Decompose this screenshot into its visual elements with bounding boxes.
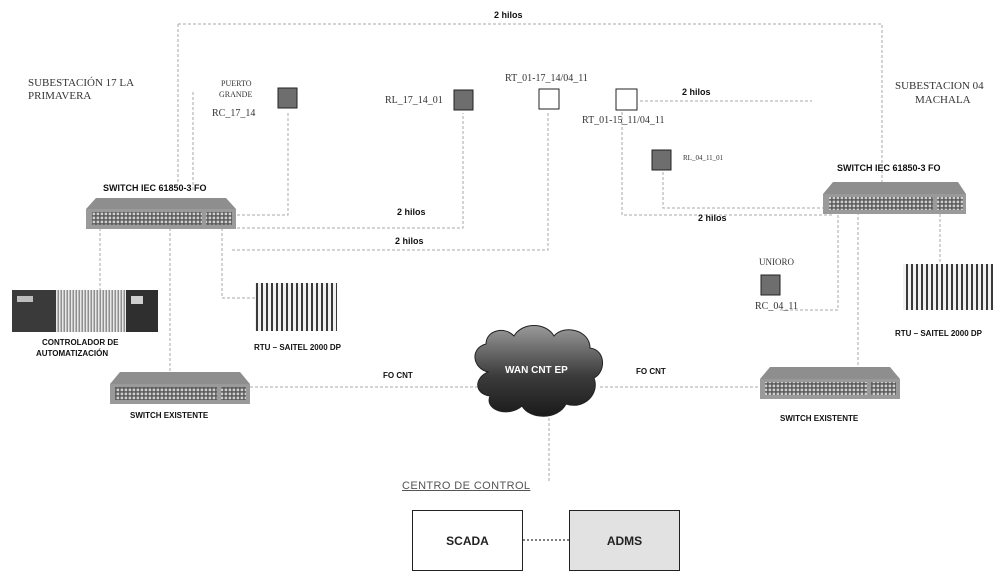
adms-box: ADMS — [569, 510, 680, 571]
relay-rl-04-11-01 — [651, 149, 672, 171]
unioro-label: UNIORO — [759, 257, 794, 267]
fo-cnt-right-label: FO CNT — [636, 367, 666, 376]
hilos-right-label: 2 hilos — [682, 87, 711, 97]
subestacion-04-title-line1: SUBESTACION 04 — [895, 80, 984, 92]
rl-04-11-01-label: RL_04_11_01 — [683, 154, 724, 162]
switch-iec-right — [823, 182, 966, 214]
centro-de-control-label: CENTRO DE CONTROL — [402, 480, 531, 492]
puerto-grande-line2: GRANDE — [219, 90, 253, 99]
hilos-mid-label: 2 hilos — [698, 213, 727, 223]
relay-rl-17-14-01 — [453, 89, 474, 111]
scada-label: SCADA — [446, 533, 489, 548]
rc-04-11-label: RC_04_11 — [755, 301, 798, 312]
rl-17-14-01-label: RL_17_14_01 — [385, 95, 443, 106]
rl-17-14-01-link — [232, 113, 464, 229]
hilos-lower-label: 2 hilos — [395, 236, 424, 246]
switch-existente-right-label: SWITCH EXISTENTE — [780, 414, 859, 423]
scada-box: SCADA — [412, 510, 523, 571]
rtu-left-label: RTU – SAITEL 2000 DP — [254, 343, 341, 352]
rtu-right — [903, 264, 993, 310]
controlador-label-line2: AUTOMATIZACIÓN — [36, 349, 109, 358]
subestacion-04-title-line2: MACHALA — [915, 94, 971, 106]
controlador-automatizacion — [12, 290, 158, 332]
relay-rc-04-11 — [760, 274, 781, 296]
rtu-right-label: RTU – SAITEL 2000 DP — [895, 329, 982, 338]
rtu-left — [255, 283, 337, 331]
rt-01-17-label: RT_01-17_14/04_11 — [505, 73, 588, 84]
switch-existente-left-label: SWITCH EXISTENTE — [130, 411, 209, 420]
subestacion-17-title-line1: SUBESTACIÓN 17 LA — [28, 77, 135, 89]
puerto-grande-line1: PUERTO — [221, 79, 252, 88]
wan-cloud — [474, 325, 603, 417]
switch-iec-right-label: SWITCH IEC 61850-3 FO — [837, 163, 941, 173]
rc-17-14-label: RC_17_14 — [212, 108, 256, 119]
switch-iec-left-label: SWITCH IEC 61850-3 FO — [103, 183, 207, 193]
switch-existente-right — [760, 367, 900, 399]
controlador-label-line1: CONTROLADOR DE — [42, 338, 119, 347]
hilos-rl-label: 2 hilos — [397, 207, 426, 217]
relay-rt-01-17 — [538, 88, 560, 110]
rt-01-15-label: RT_01-15_11/04_11 — [582, 115, 665, 126]
rl-04-11-01-link — [662, 172, 826, 209]
rc-17-14-link — [232, 112, 289, 216]
rc-04-11-link — [780, 215, 839, 311]
switch-iec-left — [86, 198, 236, 229]
adms-label: ADMS — [606, 533, 643, 548]
rtu-left-link — [221, 228, 255, 299]
rt-01-15-down — [621, 112, 832, 216]
relay-rc-17-14 — [277, 87, 298, 109]
subestacion-17-title-line2: PRIMAVERA — [28, 90, 92, 102]
rt-01-17-link — [232, 112, 549, 251]
switch-existente-left — [110, 372, 250, 404]
wan-cnt-ep-label: WAN CNT EP — [505, 365, 568, 376]
connection-lines — [99, 23, 941, 482]
relay-rt-01-15 — [615, 88, 638, 111]
hilos-top-label: 2 hilos — [494, 10, 523, 20]
fo-cnt-left-label: FO CNT — [383, 371, 413, 380]
